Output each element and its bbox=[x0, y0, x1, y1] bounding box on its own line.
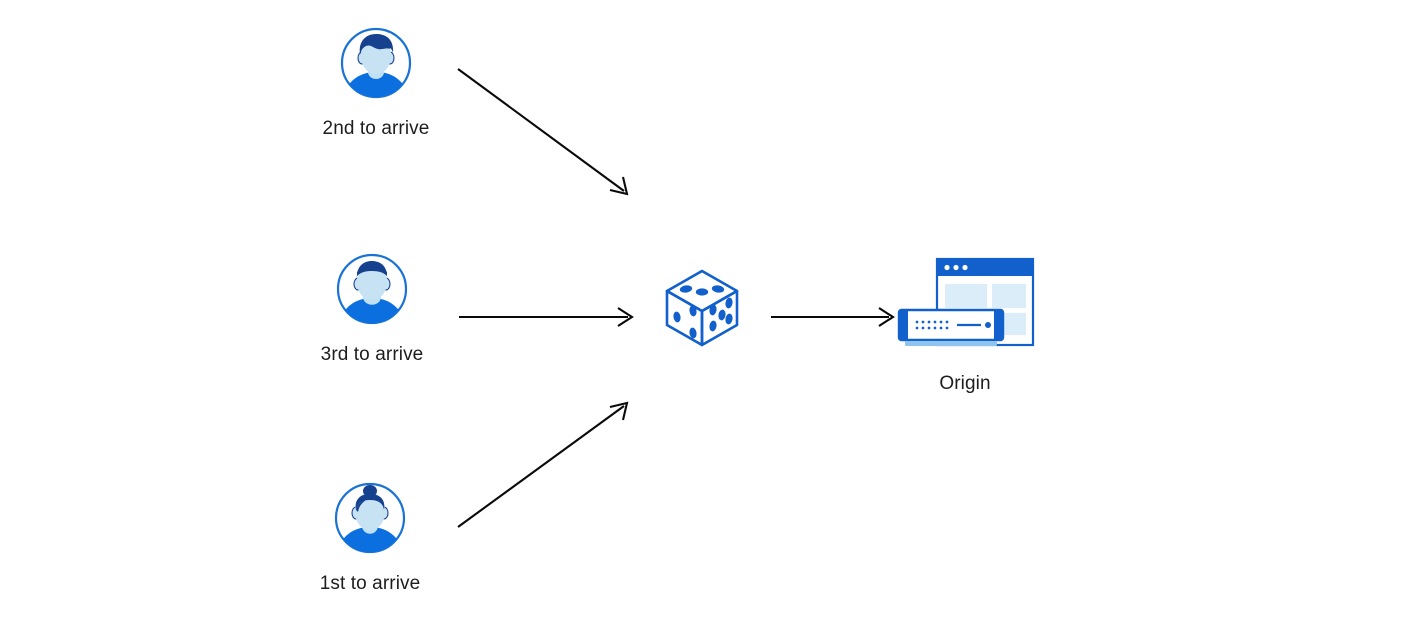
arrow-third-to-dice bbox=[459, 307, 634, 327]
arrow-dice-to-origin bbox=[771, 307, 895, 327]
node-origin[interactable]: Origin bbox=[895, 255, 1035, 396]
arrow-second-to-dice bbox=[457, 68, 629, 196]
origin-server-icon bbox=[895, 255, 1035, 359]
node-dice[interactable] bbox=[659, 265, 745, 351]
user-avatar-icon bbox=[338, 25, 414, 101]
node-label: Origin bbox=[939, 373, 991, 394]
node-label: 1st to arrive bbox=[319, 573, 421, 594]
dice-cube-icon bbox=[659, 265, 745, 351]
user-avatar-icon bbox=[332, 480, 408, 556]
node-label: 2nd to arrive bbox=[322, 118, 430, 139]
server-device-shape bbox=[897, 308, 1005, 346]
user-avatar-icon bbox=[334, 251, 410, 327]
node-first-to-arrive[interactable]: 1st to arrive bbox=[304, 480, 436, 596]
node-label: 3rd to arrive bbox=[320, 344, 424, 365]
arrow-first-to-dice bbox=[457, 401, 629, 528]
node-third-to-arrive[interactable]: 3rd to arrive bbox=[306, 251, 438, 367]
node-second-to-arrive[interactable]: 2nd to arrive bbox=[310, 25, 442, 141]
